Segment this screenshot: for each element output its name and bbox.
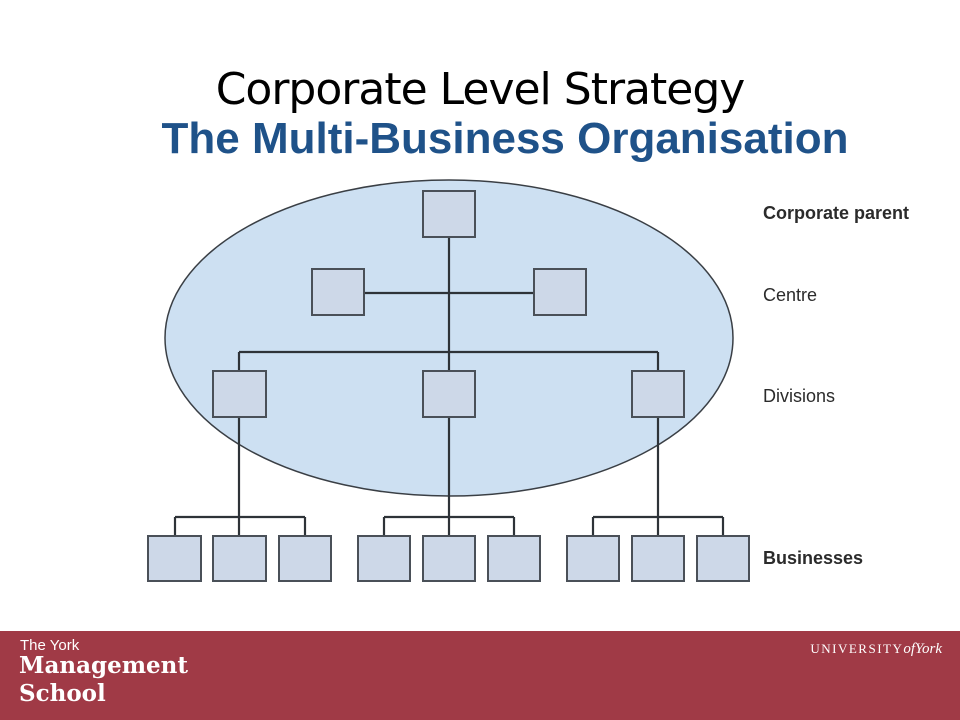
slide-title: Corporate Level Strategy bbox=[215, 64, 746, 115]
label-corporate-parent: Corporate parent bbox=[763, 203, 910, 223]
corporate-parent-box bbox=[422, 190, 476, 238]
label-businesses: Businesses bbox=[763, 548, 864, 568]
business-box-9 bbox=[696, 535, 750, 582]
school-logo-line3: School bbox=[19, 680, 106, 707]
connector-lines bbox=[173, 237, 725, 536]
business-box-4 bbox=[357, 535, 411, 582]
business-box-3 bbox=[278, 535, 332, 582]
business-box-1 bbox=[147, 535, 202, 582]
university-logo-of: of bbox=[903, 641, 916, 657]
footer-bar bbox=[0, 631, 960, 720]
university-logo-prefix: UNIVERSITY bbox=[810, 641, 904, 656]
school-logo-line1: The York bbox=[20, 637, 80, 654]
centre-box-right bbox=[533, 268, 587, 316]
school-logo-line2: Management bbox=[19, 652, 189, 679]
business-box-8 bbox=[631, 535, 685, 582]
centre-box-left bbox=[311, 268, 365, 316]
slide-subtitle: The Multi-Business Organisation bbox=[161, 114, 849, 163]
university-logo: UNIVERSITYofYork bbox=[810, 641, 942, 658]
business-box-7 bbox=[566, 535, 620, 582]
label-divisions: Divisions bbox=[763, 386, 836, 406]
label-centre: Centre bbox=[763, 285, 818, 305]
business-box-6 bbox=[487, 535, 541, 582]
division-box-3 bbox=[631, 370, 685, 418]
business-box-2 bbox=[212, 535, 267, 582]
division-box-2 bbox=[422, 370, 476, 418]
division-box-1 bbox=[212, 370, 267, 418]
business-box-5 bbox=[422, 535, 476, 582]
university-logo-name: York bbox=[915, 641, 942, 657]
